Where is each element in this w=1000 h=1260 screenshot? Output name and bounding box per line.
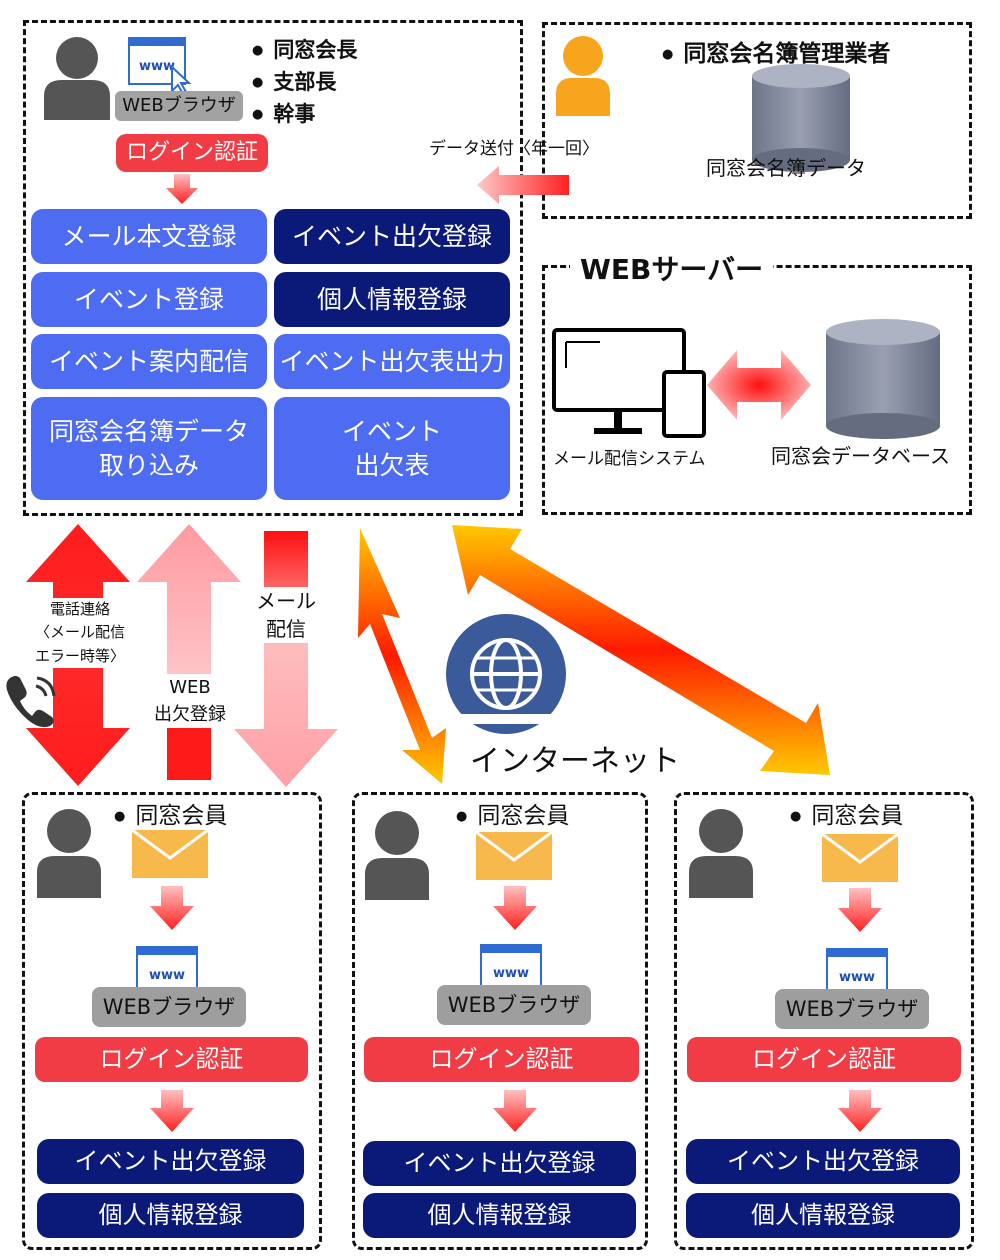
member-person-icon: [689, 809, 753, 898]
browser-icon: www: [826, 948, 888, 992]
admin-role-2: 支部長: [252, 66, 336, 96]
globe-icon: [446, 614, 566, 734]
member-attendance-button[interactable]: イベント出欠登録: [363, 1141, 636, 1186]
admin-section: [23, 20, 523, 516]
member-personal-button[interactable]: 個人情報登録: [363, 1193, 636, 1238]
mail-envelope-icon: [821, 832, 899, 882]
internet-dual-arrow-left: [358, 528, 446, 784]
admin-browser-icon: www: [128, 37, 192, 96]
phone-icon: [6, 676, 56, 728]
internet-dual-arrow-right: [452, 525, 830, 775]
fn-attendance-sheet-output[interactable]: イベント出欠表出力: [274, 334, 510, 389]
web-server-title: WEBサーバー: [570, 248, 774, 288]
member-person-icon: [37, 809, 101, 898]
svg-text:www: www: [493, 966, 529, 981]
member-login-button[interactable]: ログイン認証: [35, 1037, 308, 1082]
admin-browser-label: WEBブラウザ: [115, 91, 243, 121]
web-attendance-up-arrow: [137, 524, 241, 780]
member-login-button[interactable]: ログイン認証: [364, 1037, 639, 1082]
vendor-title: 同窓会名簿管理業者: [662, 34, 890, 68]
member-attendance-button[interactable]: イベント出欠登録: [37, 1139, 304, 1184]
admin-role-3: 幹事: [252, 98, 315, 128]
admin-person-icon: [44, 37, 110, 120]
vendor-database-icon: [752, 64, 850, 172]
svg-text:www: www: [139, 59, 175, 74]
fn-attendance-sheet[interactable]: イベント 出欠表: [274, 397, 510, 500]
envelope-down-arrow: [493, 886, 537, 930]
login-down-arrow: [493, 1090, 537, 1132]
mail-envelope-icon: [131, 828, 209, 878]
svg-text:www: www: [149, 968, 185, 983]
member-personal-button[interactable]: 個人情報登録: [686, 1193, 960, 1238]
server-db-label: 同窓会データベース: [771, 444, 950, 468]
fn-event-register[interactable]: イベント登録: [31, 272, 267, 327]
member-title: 同窓会員: [456, 796, 569, 830]
fn-personal-info-register[interactable]: 個人情報登録: [274, 272, 510, 327]
member-browser-label: WEBブラウザ: [92, 987, 246, 1027]
member-person-icon: [365, 811, 429, 900]
server-database-icon: [826, 319, 940, 439]
fn-event-guide-delivery[interactable]: イベント案内配信: [31, 334, 267, 389]
member-browser-label: WEBブラウザ: [775, 989, 929, 1029]
svg-text:www: www: [839, 970, 875, 985]
admin-login-button[interactable]: ログイン認証: [116, 134, 268, 172]
web-attendance-label: WEB 出欠登録: [140, 674, 240, 728]
member-card: [674, 792, 974, 1250]
fn-roster-import[interactable]: 同窓会名簿データ 取り込み: [31, 397, 267, 500]
member-card: [352, 792, 648, 1250]
transfer-label: データ送付〈年一回〉: [429, 139, 599, 159]
fn-event-attendance-register[interactable]: イベント出欠登録: [274, 209, 510, 264]
envelope-down-arrow: [150, 886, 194, 930]
mail-envelope-icon: [475, 830, 553, 880]
browser-icon: www: [480, 944, 542, 988]
login-down-arrow: [150, 1090, 194, 1132]
vendor-section: [542, 22, 972, 219]
member-title: 同窓会員: [114, 796, 227, 830]
mail-system-label: メール配信システム: [553, 449, 706, 469]
login-down-arrow: [838, 1090, 882, 1132]
server-dual-arrow: [707, 350, 811, 420]
mail-system-monitor-icon: [552, 328, 706, 438]
member-attendance-button[interactable]: イベント出欠登録: [686, 1139, 960, 1184]
member-login-button[interactable]: ログイン認証: [687, 1037, 961, 1082]
mail-delivery-label: メール 配信: [238, 587, 334, 643]
browser-icon: www: [136, 946, 198, 990]
fn-mail-body-register[interactable]: メール本文登録: [31, 209, 267, 264]
member-browser-label: WEBブラウザ: [437, 985, 591, 1025]
phone-label: 電話連絡 〈メール配信 エラー時等〉: [26, 598, 134, 668]
admin-role-1: 同窓会長: [252, 34, 357, 64]
transfer-left-arrow: [477, 166, 569, 204]
envelope-down-arrow: [838, 888, 882, 932]
vendor-db-label: 同窓会名簿データ: [706, 156, 866, 180]
internet-label: インターネット: [466, 736, 684, 780]
vendor-person-icon: [556, 36, 610, 116]
mail-delivery-down-arrow: [234, 531, 338, 787]
member-card: [22, 792, 322, 1250]
member-title: 同窓会員: [790, 796, 903, 830]
admin-login-down-arrow: [166, 174, 198, 204]
member-personal-button[interactable]: 個人情報登録: [37, 1193, 304, 1238]
